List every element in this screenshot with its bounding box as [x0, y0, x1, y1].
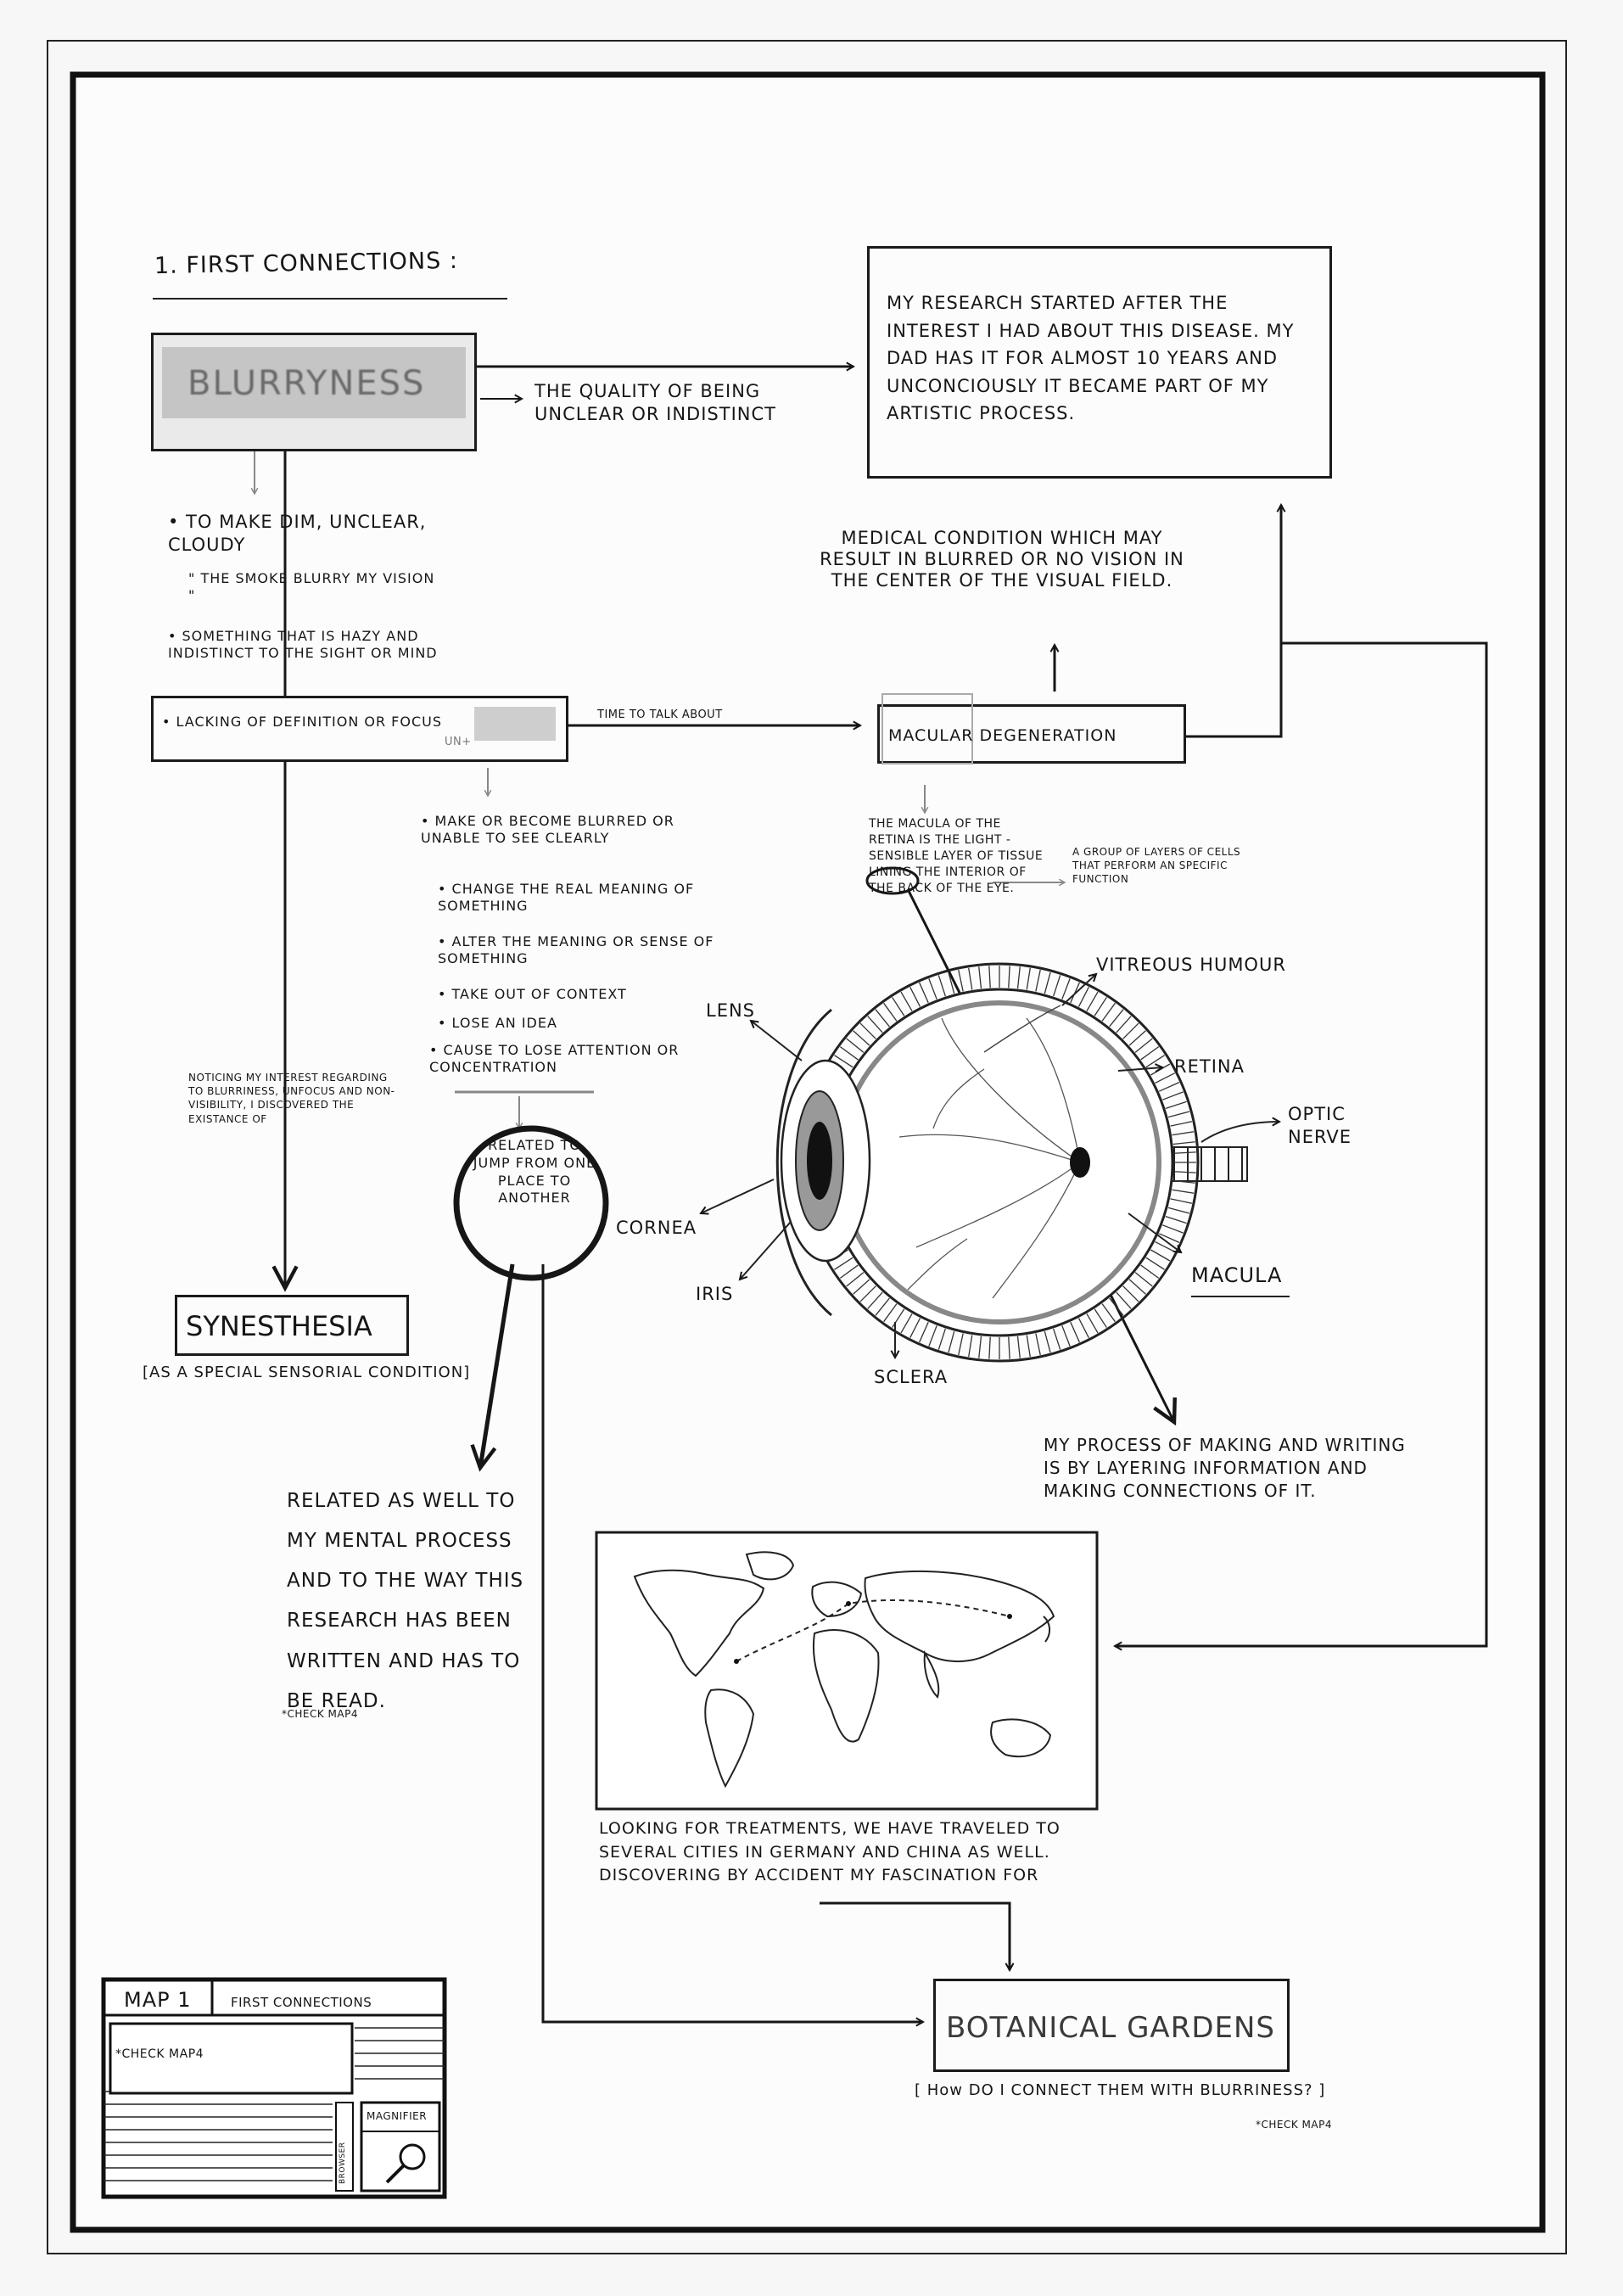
synesthesia-label: SYNESTHESIA	[186, 1310, 372, 1342]
label-lens: LENS	[706, 1000, 756, 1021]
related-circle	[453, 1125, 609, 1281]
arrow-macular-to-research	[1186, 505, 1281, 738]
blur-highlight	[162, 347, 466, 418]
macular-degeneration: MACULAR DEGENERATION	[888, 726, 1117, 745]
legend-note: *CHECK MAP4	[115, 2047, 204, 2061]
label-macula: MACULA	[1191, 1263, 1283, 1287]
layer-highlight-circle	[865, 866, 920, 895]
macula-note: THE MACULA OF THE RETINA IS THE LIGHT - …	[869, 817, 1044, 895]
time-to-talk: TIME TO TALK ABOUT	[597, 708, 723, 721]
unfocus-meaning-2: • CHANGE THE REAL MEANING OF SOMETHING	[438, 881, 695, 915]
synesthesia-sub: [AS A SPECIAL SENSORIAL CONDITION]	[143, 1364, 471, 1381]
definition-example: " THE SMOKE BLURRY MY VISION "	[188, 570, 435, 604]
medical-condition: MEDICAL CONDITION WHICH MAY RESULT IN BL…	[820, 528, 1184, 591]
unfocus-meaning-1: • MAKE OR BECOME BLURRED OR UNABLE TO SE…	[421, 813, 674, 847]
unfocus-meaning-6: • CAUSE TO LOSE ATTENTION OR CONCENTRATI…	[429, 1042, 680, 1076]
process-note: MY PROCESS OF MAKING AND WRITING IS BY L…	[1044, 1435, 1406, 1501]
lacking-text: • LACKING OF DEFINITION OR FOCUS	[162, 714, 442, 730]
label-iris: IRIS	[696, 1284, 734, 1304]
related-circle-text: RELATED TO JUMP FROM ONE PLACE TO ANOTHE…	[473, 1137, 596, 1207]
label-sclera: SCLERA	[874, 1367, 949, 1387]
check-map4-mental: *CHECK MAP4	[282, 1708, 358, 1720]
botanical-label: BOTANICAL GARDENS	[946, 2011, 1275, 2045]
map-title: 1. FIRST CONNECTIONS :	[154, 247, 459, 280]
label-optic-nerve: OPTIC NERVE	[1288, 1104, 1352, 1147]
eye-illustration	[701, 962, 1279, 1363]
legend-map-name: FIRST CONNECTIONS	[231, 1995, 372, 2010]
outer-frame	[47, 40, 1567, 2254]
macular-box: MACULAR DEGENERATION	[877, 693, 1186, 764]
label-vitreous: VITREOUS HUMOUR	[1096, 955, 1286, 975]
research-note: MY RESEARCH STARTED AFTER THE INTEREST I…	[887, 293, 1295, 424]
arrow-to-world-map	[1115, 641, 1488, 1646]
unfocus-meaning-5: • LOSE AN IDEA	[438, 1015, 557, 1031]
definition-item-1: • TO MAKE DIM, UNCLEAR, CLOUDY	[168, 512, 427, 555]
layer-note: A GROUP OF LAYERS OF CELLS THAT PERFORM …	[1072, 846, 1241, 886]
botanical-box: BOTANICAL GARDENS	[933, 1979, 1290, 2072]
lacking-box: • LACKING OF DEFINITION OR FOCUS	[151, 696, 568, 762]
synesthesia-box: SYNESTHESIA	[175, 1295, 409, 1356]
noticing-note: NOTICING MY INTEREST REGARDING TO BLURRI…	[188, 1072, 395, 1125]
label-retina: RETINA	[1174, 1056, 1245, 1077]
arrow-treatments-to-botanical	[820, 1901, 1010, 1970]
unfocus-meaning-4: • TAKE OUT OF CONTEXT	[438, 986, 627, 1002]
focus-highlight	[474, 707, 556, 741]
check-map4-botanical: *CHECK MAP4	[1256, 2119, 1332, 2131]
macular-highlight	[881, 693, 973, 764]
legend-browser: BROWSER	[339, 2142, 347, 2184]
research-box: MY RESEARCH STARTED AFTER THE INTEREST I…	[867, 246, 1332, 479]
botanical-question: [ How DO I CONNECT THEM WITH BLURRINESS?…	[915, 2081, 1326, 2099]
unfocus-prefix: UN+	[445, 736, 472, 748]
treatments-note: LOOKING FOR TREATMENTS, WE HAVE TRAVELED…	[599, 1819, 1061, 1885]
legend-map-number: MAP 1	[124, 1988, 192, 2012]
world-map-illustration	[595, 1531, 1099, 1811]
map-legend-graphics	[101, 1977, 447, 2199]
unfocus-meaning-3: • ALTER THE MEANING OR SENSE OF SOMETHIN…	[438, 933, 714, 967]
blurryness-definition: THE QUALITY OF BEING UNCLEAR OR INDISTIN…	[534, 381, 776, 424]
blurryness-word: BLURRYNESS	[187, 364, 426, 403]
arrow-to-mental	[470, 1263, 515, 1472]
legend-magnifier: MAGNIFIER	[367, 2110, 428, 2122]
arrow-to-botanical	[541, 1264, 923, 2022]
definition-item-2: • SOMETHING THAT IS HAZY AND INDISTINCT …	[168, 628, 438, 662]
blurryness-box: BLURRYNESS	[151, 333, 477, 451]
related-mental: RELATED AS WELL TO MY MENTAL PROCESS AND…	[287, 1490, 524, 1712]
label-cornea: CORNEA	[616, 1218, 697, 1238]
